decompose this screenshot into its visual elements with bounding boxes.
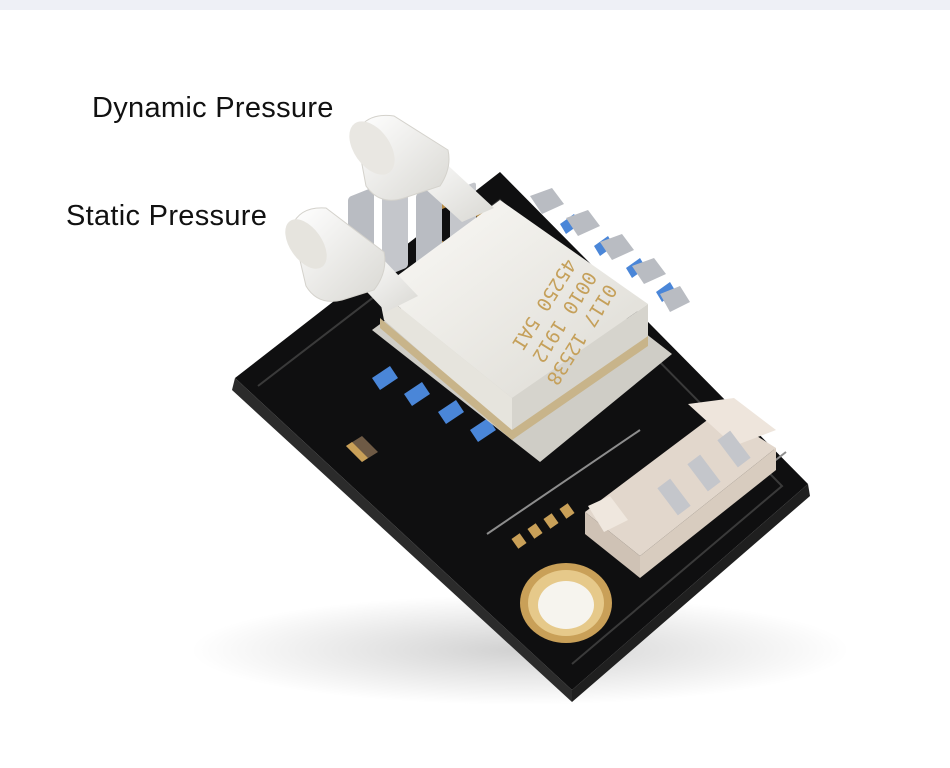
mounting-hole-bottom <box>520 563 612 643</box>
smd-capacitor <box>346 436 378 462</box>
static-pressure-label: Static Pressure <box>66 200 268 232</box>
pressure-sensor-body <box>372 200 672 462</box>
gold-pads <box>511 503 575 549</box>
dynamic-pressure-label: Dynamic Pressure <box>92 92 334 124</box>
jst-connector <box>585 398 776 578</box>
top-strip <box>0 0 950 10</box>
sensor-pins-right <box>530 188 690 312</box>
static-pressure-port <box>285 207 418 312</box>
dynamic-pressure-port <box>349 114 494 222</box>
